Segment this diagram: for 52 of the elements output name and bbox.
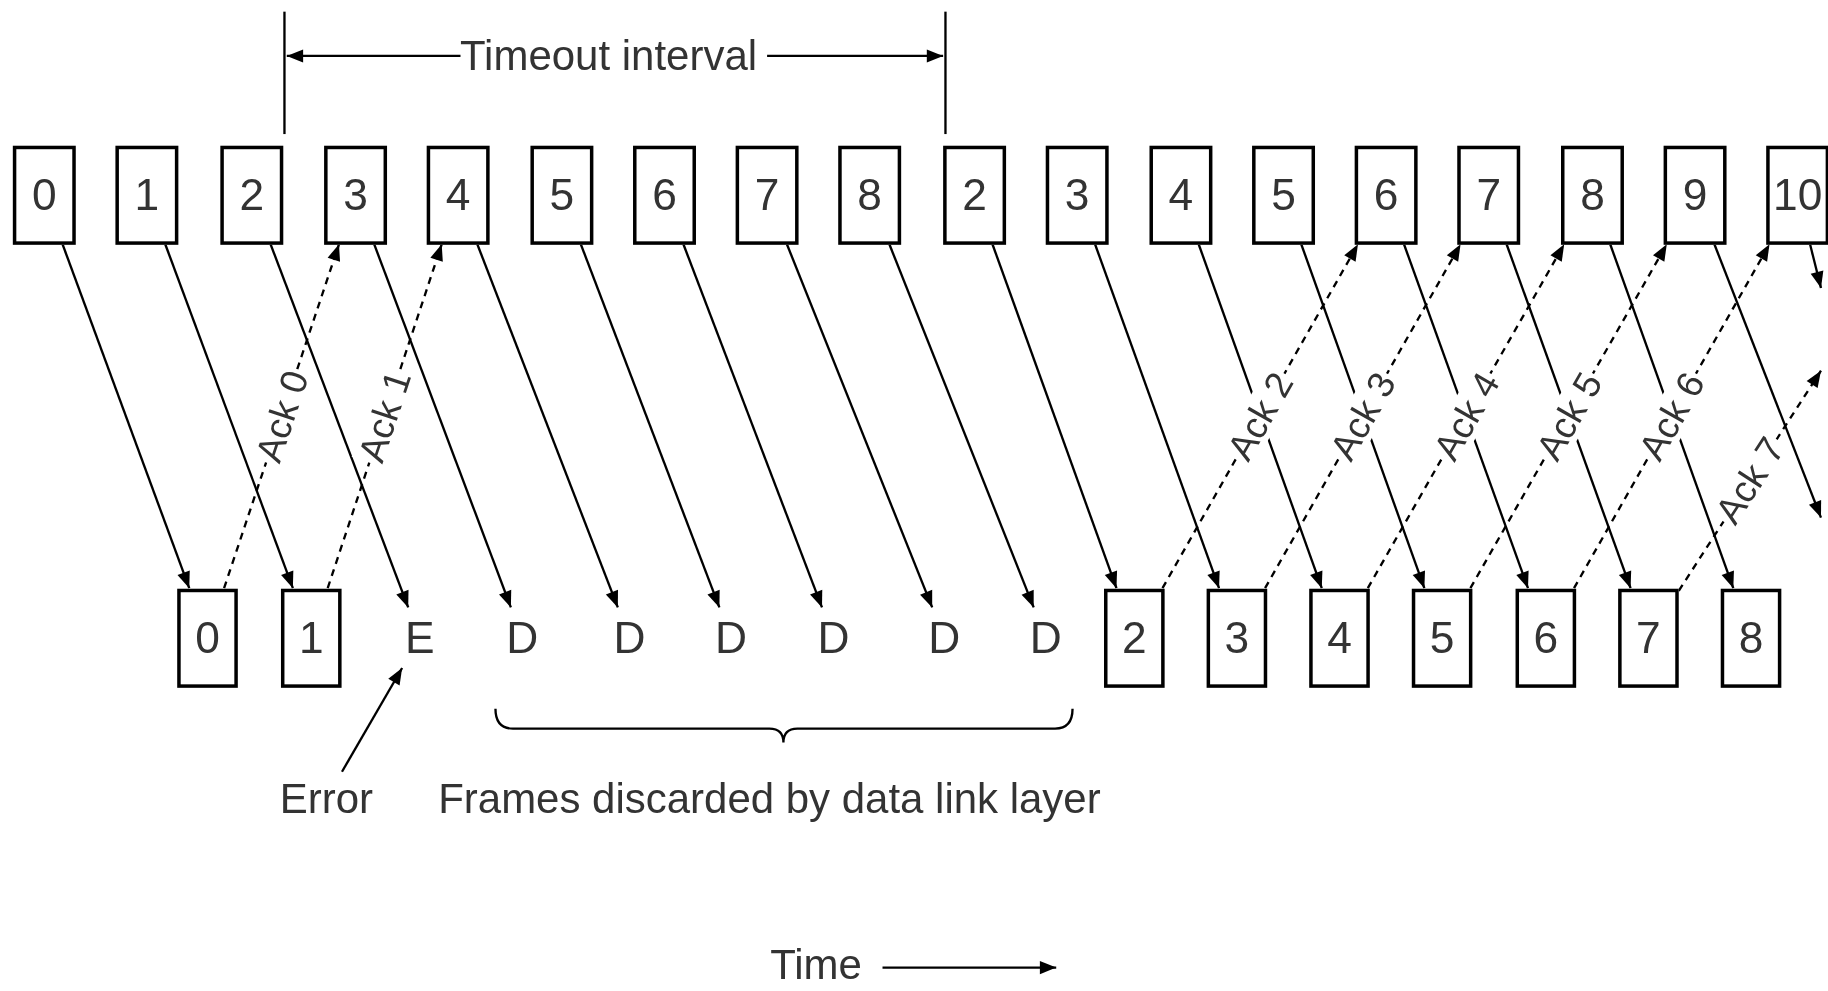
frame-box: 2 [220, 145, 284, 245]
frame-box: 4 [1309, 588, 1370, 688]
arrow [888, 243, 1035, 608]
arrow [1713, 243, 1823, 519]
frame-box: 2 [943, 145, 1007, 245]
bracket-label: Frames discarded by data link layer [438, 774, 1101, 824]
frame-box: 7 [1618, 588, 1679, 688]
frame-box: 9 [1663, 145, 1727, 245]
arrow [476, 243, 619, 608]
frame-box: 5 [1252, 145, 1315, 245]
frame-status-letter: D [1025, 607, 1066, 668]
frame-status-letter: D [813, 607, 854, 668]
frame-box: 0 [12, 145, 76, 245]
frame-status-letter: E [399, 607, 440, 668]
frame-box: 3 [1045, 145, 1109, 245]
frame-box: 5 [530, 145, 594, 245]
arrow [682, 243, 824, 608]
arrow [61, 243, 191, 589]
frame-box: 6 [1354, 145, 1418, 245]
arrow [785, 243, 934, 608]
frame-box: 2 [1104, 588, 1165, 688]
arrow [991, 243, 1118, 589]
frame-box: 4 [426, 145, 490, 245]
frame-box: 10 [1766, 145, 1828, 245]
frame-box: 7 [1457, 145, 1521, 245]
arrow [340, 667, 404, 773]
frame-box: 1 [115, 145, 179, 245]
frame-status-letter: D [609, 607, 650, 668]
dimension-label: Timeout interval [460, 31, 758, 81]
frame-status-letter: D [711, 607, 751, 668]
frame-box: 8 [838, 145, 902, 245]
axis-label: Time [770, 940, 862, 990]
frame-box: 8 [1561, 145, 1624, 245]
note-text: Error [277, 771, 376, 826]
frame-box: 6 [1515, 588, 1577, 688]
arrow [579, 243, 721, 608]
arrow [1808, 243, 1824, 289]
frame-box: 5 [1411, 588, 1473, 688]
frame-box: 3 [324, 145, 388, 245]
arrow [164, 243, 294, 589]
frame-box: 1 [280, 588, 342, 688]
arrow [373, 243, 512, 608]
arrow [269, 243, 410, 608]
frame-status-letter: D [924, 607, 965, 668]
frame-status-letter: D [502, 607, 543, 668]
frame-box: 0 [177, 588, 238, 688]
frame-box: 6 [633, 145, 696, 245]
frame-box: 4 [1149, 145, 1213, 245]
frame-box: 7 [735, 145, 799, 245]
frame-box: 3 [1206, 588, 1268, 688]
frame-box: 8 [1720, 588, 1782, 688]
arrow [1093, 243, 1221, 589]
